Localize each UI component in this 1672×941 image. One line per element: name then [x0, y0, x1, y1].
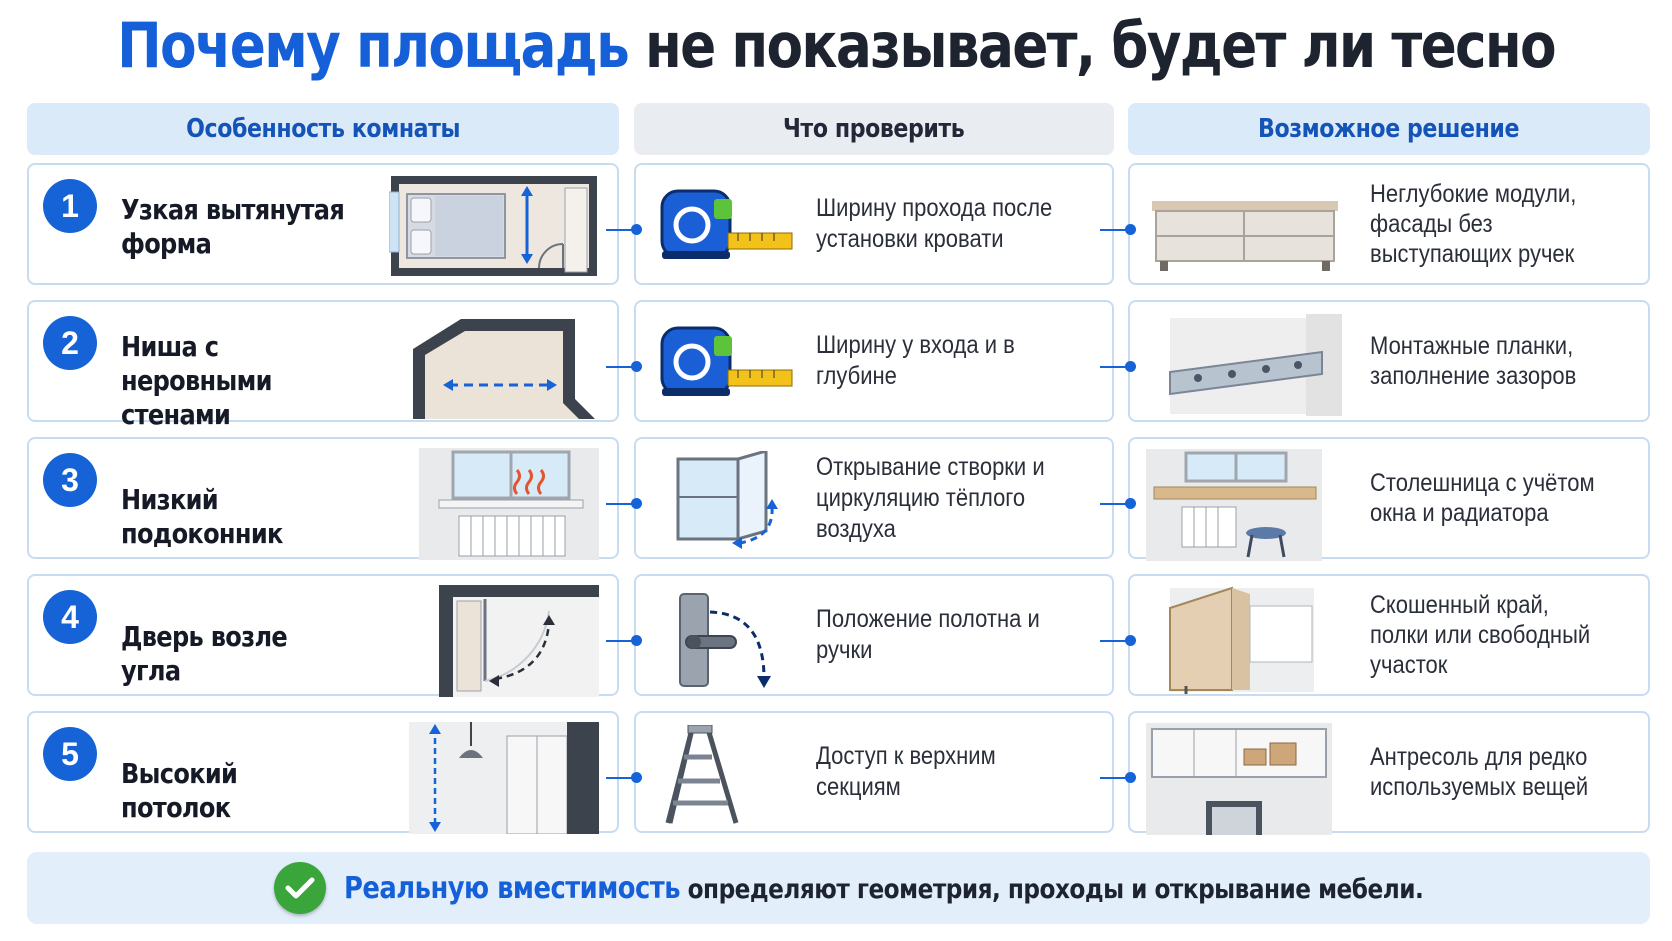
title-highlight: Почему площадь: [117, 9, 630, 82]
check-card-2: Ширину у входа и в глубине: [634, 300, 1114, 422]
title-rest: не показывает, будет ли тесно: [644, 9, 1557, 82]
connector-line: [606, 640, 636, 642]
narrow-room-plan-icon: [389, 176, 597, 276]
feature-card-5: 5 Высокий потолок: [27, 711, 619, 834]
window-sash-icon: [676, 451, 778, 549]
mezzanine-shelf-icon: [1146, 723, 1332, 835]
row-number-badge: 3: [43, 453, 97, 507]
summary-banner: Реальную вместимость определяют геометри…: [27, 852, 1650, 924]
connector-line: [1100, 229, 1130, 231]
connector-dot: [631, 498, 642, 509]
window-radiator-icon: [419, 448, 599, 560]
feature-label: Узкая вытянутая форма: [121, 193, 345, 260]
feature-card-1: 1 Узкая вытянутая форма: [27, 163, 619, 285]
summary-text: Реальную вместимость определяют геометри…: [343, 870, 1424, 906]
solution-text: Скошенный край, полки или свободный учас…: [1370, 591, 1591, 679]
check-card-3: Открывание створки и циркуляцию тёплого …: [634, 437, 1114, 559]
connector-dot: [631, 635, 642, 646]
summary-rest: определяют геометрия, проходы и открыван…: [687, 873, 1423, 905]
feature-card-2: 2 Ниша с неровными стенами: [27, 300, 619, 431]
check-card-1: Ширину прохода после установки кровати: [634, 163, 1114, 285]
page-title: Почему площадь не показывает, будет ли т…: [117, 2, 1557, 90]
row-number-badge: 5: [43, 727, 97, 781]
check-circle-icon: [273, 862, 326, 914]
column-header-feature: Особенность комнаты: [27, 103, 619, 155]
connector-line: [1100, 503, 1130, 505]
uneven-niche-plan-icon: [413, 319, 595, 419]
solution-card-3: Столешница с учётом окна и радиатора: [1128, 437, 1650, 561]
check-card-5: Доступ к верхним секциям: [634, 711, 1114, 833]
connector-dot: [1125, 772, 1136, 783]
feature-card-3: 3 Низкий подоконник: [27, 437, 619, 560]
connector-line: [1100, 777, 1130, 779]
solution-text: Антресоль для редко используемых вещей: [1370, 743, 1589, 801]
feature-label: Ниша с неровными стенами: [121, 330, 272, 431]
solution-card-4: Скошенный край, полки или свободный учас…: [1128, 574, 1650, 696]
column-header-check: Что проверить: [634, 103, 1114, 155]
summary-highlight: Реальную вместимость: [343, 870, 681, 906]
connector-dot: [631, 772, 642, 783]
solution-text: Монтажные планки, заполнение зазоров: [1370, 332, 1577, 390]
solution-card-5: Антресоль для редко используемых вещей: [1128, 711, 1650, 835]
solution-text: Неглубокие модули, фасады без выступающи…: [1370, 180, 1577, 268]
angled-shelf-icon: [1169, 586, 1314, 694]
feature-card-4: 4 Дверь возле угла: [27, 574, 619, 697]
solution-card-1: Неглубокие модули, фасады без выступающи…: [1128, 163, 1650, 285]
low-cabinet-icon: [1152, 201, 1338, 271]
column-header-solution: Возможное решение: [1128, 103, 1650, 155]
row-number-badge: 1: [43, 179, 97, 233]
feature-label: Дверь возле угла: [121, 620, 288, 687]
stepladder-icon: [665, 725, 739, 824]
row-number-badge: 2: [43, 316, 97, 370]
door-handle-icon: [679, 593, 771, 688]
solution-card-2: Монтажные планки, заполнение зазоров: [1128, 300, 1650, 422]
high-ceiling-icon: [409, 722, 599, 834]
connector-line: [606, 229, 636, 231]
check-text: Положение полотна и ручки: [816, 605, 1040, 664]
connector-dot: [631, 224, 642, 235]
connector-dot: [1125, 224, 1136, 235]
row-number-badge: 4: [43, 590, 97, 644]
corner-door-plan-icon: [439, 585, 599, 697]
mounting-strip-icon: [1169, 314, 1342, 416]
check-card-4: Положение полотна и ручки: [634, 574, 1114, 696]
feature-label: Низкий подоконник: [121, 483, 283, 550]
connector-line: [606, 366, 636, 368]
solution-text: Столешница с учётом окна и радиатора: [1370, 469, 1595, 527]
connector-line: [1100, 640, 1130, 642]
feature-label: Высокий потолок: [121, 757, 238, 824]
connector-dot: [1125, 635, 1136, 646]
tape-measure-icon: [660, 326, 793, 396]
connector-line: [606, 503, 636, 505]
connector-line: [606, 777, 636, 779]
tape-measure-icon: [660, 189, 793, 259]
connector-dot: [1125, 498, 1136, 509]
connector-line: [1100, 366, 1130, 368]
check-text: Доступ к верхним секциям: [816, 742, 996, 801]
check-text: Ширину у входа и в глубине: [816, 331, 1015, 390]
connector-dot: [1125, 361, 1136, 372]
connector-dot: [631, 361, 642, 372]
desk-under-window-icon: [1146, 449, 1322, 561]
check-text: Ширину прохода после установки кровати: [816, 194, 1053, 253]
check-text: Открывание створки и циркуляцию тёплого …: [816, 452, 1045, 543]
